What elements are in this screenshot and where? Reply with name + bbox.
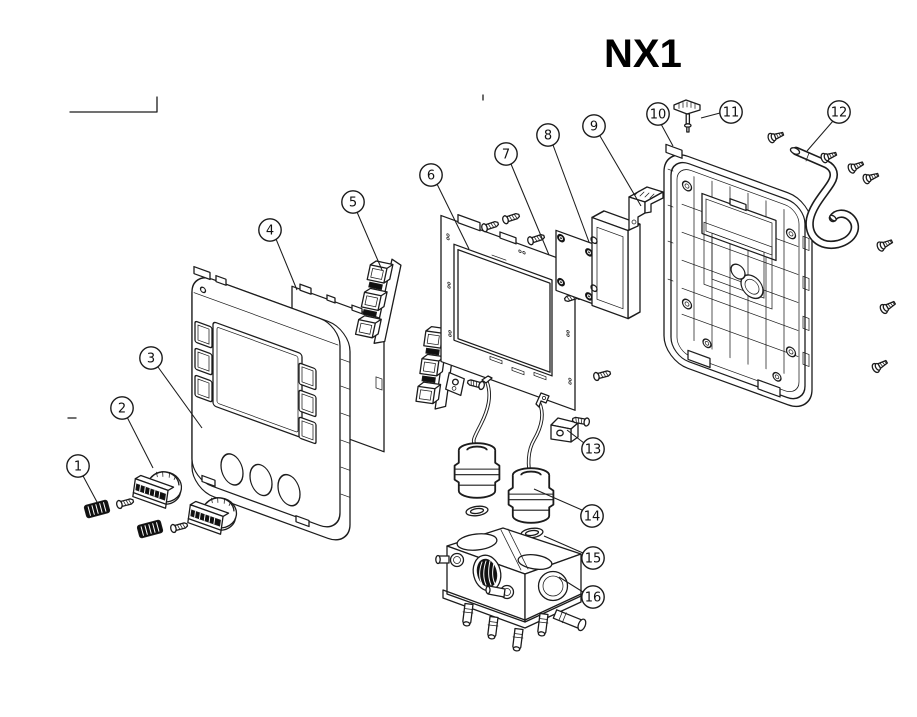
valve-manifold-part16 [435,527,587,653]
display-block-part8 [590,210,641,320]
svg-text:5: 5 [349,196,357,211]
svg-text:3: 3 [147,352,155,367]
callout-6: 6 [419,163,443,187]
svg-text:2: 2 [118,402,126,417]
svg-text:9: 9 [590,120,598,135]
callout-1: 1 [66,454,90,478]
callout-12: 12 [827,100,851,124]
svg-text:13: 13 [585,443,602,458]
mounting-flange [445,371,465,397]
svg-text:12: 12 [831,106,848,121]
callout-14: 14 [580,504,604,528]
retaining-key-part11 [673,99,701,133]
svg-text:10: 10 [650,108,667,123]
bezel-bottom-holes [220,453,301,507]
svg-text:15: 15 [585,552,602,567]
wire-connector [466,375,550,408]
callout-4: 4 [258,218,282,242]
callout-11: 11 [719,100,743,124]
back-housing-part10 [663,143,813,408]
callout-16: 16 [581,585,605,609]
callout-9: 9 [582,114,606,138]
button-strip-part5 [354,258,402,344]
bezel-right-buttons [298,362,317,445]
plate-slots [489,355,547,381]
callout-15: 15 [581,546,605,570]
svg-text:7: 7 [502,148,510,163]
housing-wall-slots [667,168,810,367]
callout-10: 10 [646,102,670,126]
mounting-plate-part6 [440,214,576,411]
corner-crop-marks [67,94,484,419]
svg-text:4: 4 [266,224,274,239]
svg-text:1: 1 [74,460,82,475]
sensors-part14 [453,442,555,524]
svg-text:16: 16 [585,591,602,606]
diagram-title: NX1 [604,32,682,76]
housing-bosses [681,180,797,382]
svg-text:11: 11 [723,106,740,121]
callout-balloons: 1 2 3 4 5 6 7 8 9 10 11 12 13 14 15 16 [66,100,851,609]
callout-8: 8 [536,123,560,147]
svg-text:6: 6 [427,169,435,184]
svg-text:8: 8 [544,129,552,144]
callout-leader-lines [81,112,834,593]
svg-text:14: 14 [584,510,601,525]
callout-7: 7 [494,142,518,166]
callout-13: 13 [581,437,605,461]
callout-5: 5 [341,190,365,214]
hose-part12 [789,146,860,250]
callout-2: 2 [110,396,134,420]
screw-fastener [115,496,135,510]
screw-fastener [169,520,189,534]
callout-3: 3 [139,346,163,370]
front-bezel-part3 [191,265,351,541]
bezel-left-buttons [194,320,213,403]
